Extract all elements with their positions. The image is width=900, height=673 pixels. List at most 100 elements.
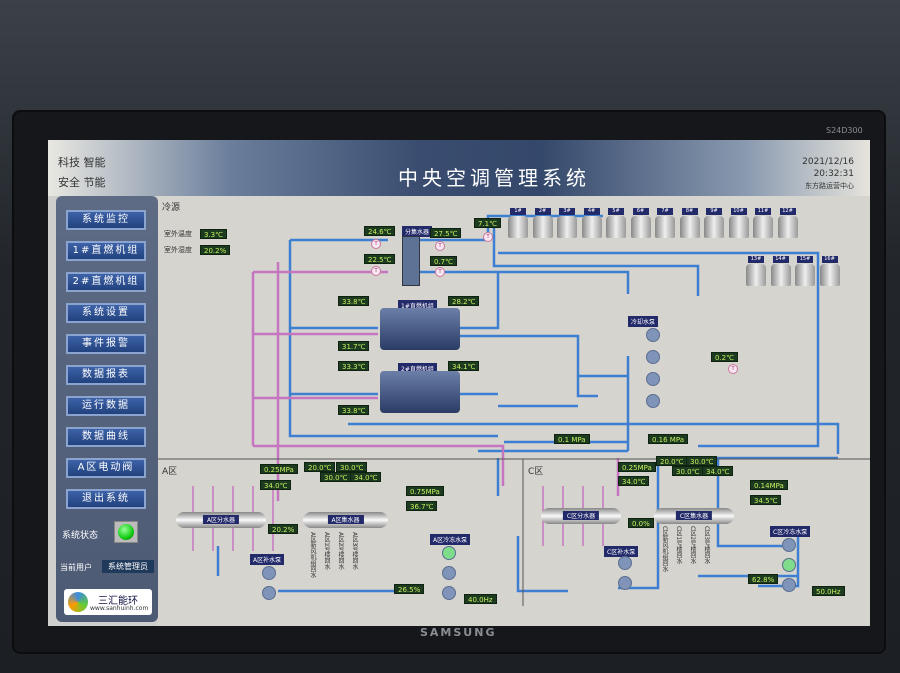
chiller-2-tag: 2#直燃机组 bbox=[398, 363, 437, 374]
cooling-tower[interactable]: 3# bbox=[557, 208, 577, 238]
pressure-2: 0.16 MPa bbox=[648, 434, 689, 444]
cooling-tower[interactable]: 10# bbox=[728, 208, 749, 238]
zone-a-chw-pump[interactable] bbox=[442, 546, 456, 560]
cooling-tower[interactable]: 4# bbox=[581, 208, 602, 238]
cooling-pump[interactable] bbox=[646, 372, 660, 386]
cooling-tower[interactable]: 11# bbox=[753, 208, 773, 238]
zone-a-chw-pump[interactable] bbox=[442, 586, 456, 600]
header-bar: 科技 智能 安全 节能 中央空调管理系统 2021/12/16 20:32:31… bbox=[48, 140, 870, 196]
zone-c-makeup-pump[interactable] bbox=[618, 556, 632, 570]
zone-a-branch-label: A区2号楼回水 bbox=[337, 532, 344, 570]
zone-c-branch-label: C区3号楼回水 bbox=[703, 526, 710, 565]
zone-a-chw-pump-tag: A区冷冻水泵 bbox=[430, 534, 471, 545]
nav-a-valve[interactable]: A区电动阀 bbox=[66, 458, 146, 478]
temp-sensor-icon: T bbox=[371, 266, 381, 276]
zone-c-valve-2: 62.8% bbox=[748, 574, 779, 584]
nav-run-data[interactable]: 运行数据 bbox=[66, 396, 146, 416]
zone-a-chw-pump[interactable] bbox=[442, 566, 456, 580]
zone-a-branch-label: A区新风机组回水 bbox=[309, 532, 316, 579]
zone-a-branch-temp: 20.0℃ bbox=[304, 462, 336, 472]
slogan-2: 安全 节能 bbox=[58, 176, 106, 189]
nav-chiller-1[interactable]: 1#直燃机组 bbox=[66, 241, 146, 261]
nav-system-monitor[interactable]: 系统监控 bbox=[66, 210, 146, 230]
logo-icon bbox=[68, 592, 88, 612]
header-temp-3: 22.5℃ bbox=[364, 254, 396, 264]
chiller-2-out-temp: 34.1℃ bbox=[448, 361, 480, 371]
zone-a-divider[interactable]: A区分水器 bbox=[176, 512, 266, 528]
zone-a-makeup-pump[interactable] bbox=[262, 566, 276, 580]
chiller-2[interactable] bbox=[380, 371, 460, 413]
nav-chiller-2[interactable]: 2#直燃机组 bbox=[66, 272, 146, 292]
zone-c-makeup-pump-tag: C区补水泵 bbox=[604, 546, 639, 557]
cooling-tower[interactable]: 14# bbox=[770, 256, 791, 286]
cooling-tower[interactable]: 1# bbox=[508, 208, 528, 238]
cooling-tower-label: 12# bbox=[779, 208, 796, 215]
zone-c-collector[interactable]: C区集水器 bbox=[654, 508, 734, 524]
zone-c-supply-pressure: 0.25MPa bbox=[618, 462, 656, 472]
zone-c-chw-pump[interactable] bbox=[782, 538, 796, 552]
zone-c-supply-temp: 34.0℃ bbox=[618, 476, 650, 486]
cooling-tower[interactable]: 12# bbox=[777, 208, 798, 238]
cooling-tower[interactable]: 15# bbox=[795, 256, 815, 286]
tower-supply-temp: 7.1℃ bbox=[474, 218, 501, 228]
cooling-tower-label: 6# bbox=[632, 208, 649, 215]
zone-c-makeup-pump[interactable] bbox=[618, 576, 632, 590]
cooling-tower-label: 14# bbox=[772, 256, 789, 263]
nav-curves[interactable]: 数据曲线 bbox=[66, 427, 146, 447]
cooling-tower[interactable]: 13# bbox=[746, 256, 766, 286]
zone-a-supply-pressure: 0.25MPa bbox=[260, 464, 298, 474]
zone-a-collector[interactable]: A区集水器 bbox=[303, 512, 388, 528]
zone-a-title: A区 bbox=[162, 467, 178, 477]
cooling-tower-label: 15# bbox=[797, 256, 813, 263]
zone-c-pump-frequency: 50.0Hz bbox=[812, 586, 845, 596]
cooling-tower[interactable]: 8# bbox=[679, 208, 700, 238]
logo-url: www.sanhuinh.com bbox=[90, 605, 149, 612]
nav-exit[interactable]: 退出系统 bbox=[66, 489, 146, 509]
zone-c-chw-pump[interactable] bbox=[782, 558, 796, 572]
zone-c-branch-label: C区2号楼回水 bbox=[689, 526, 696, 565]
zone-a-branch-temp: 34.0℃ bbox=[350, 472, 382, 482]
cooling-tower[interactable]: 16# bbox=[819, 256, 840, 286]
status-indicator-icon bbox=[114, 521, 138, 543]
cooling-return-temp: 0.2℃ bbox=[711, 352, 738, 362]
chiller-1[interactable] bbox=[380, 308, 460, 350]
zone-c-chw-pump[interactable] bbox=[782, 578, 796, 592]
cooling-pump[interactable] bbox=[646, 350, 660, 364]
user-label: 当前用户 bbox=[60, 563, 92, 572]
nav-reports[interactable]: 数据报表 bbox=[66, 365, 146, 385]
zone-c-branch-temp: 34.0℃ bbox=[702, 466, 734, 476]
outdoor-humidity: 20.2% bbox=[200, 245, 231, 255]
nav-alarms[interactable]: 事件报警 bbox=[66, 334, 146, 354]
cooling-pump-tag: 冷却水泵 bbox=[628, 316, 659, 327]
zone-a-divider-label: A区分水器 bbox=[202, 515, 240, 524]
zone-a-makeup-pump[interactable] bbox=[262, 586, 276, 600]
cooling-tower-label: 11# bbox=[755, 208, 771, 215]
zone-a-valve-2: 26.5% bbox=[394, 584, 425, 594]
process-diagram: 冷源 室外温度 3.3℃ 室外湿度 20.2% 分集水器 24.6℃ 27.5℃… bbox=[158, 196, 870, 626]
zone-a-valve-1: 20.2% bbox=[268, 524, 299, 534]
zone-c-divider[interactable]: C区分水器 bbox=[541, 508, 621, 524]
cooling-tower[interactable]: 6# bbox=[630, 208, 651, 238]
chiller-1-in-temp: 33.8℃ bbox=[338, 296, 370, 306]
cooling-tower-label: 2# bbox=[534, 208, 551, 215]
cooling-tower-label: 5# bbox=[608, 208, 624, 215]
zone-c-branch-temp: 30.0℃ bbox=[672, 466, 704, 476]
header-temp-1: 24.6℃ bbox=[364, 226, 396, 236]
zone-c-return-pressure: 0.14MPa bbox=[750, 480, 788, 490]
chiller-2-in-temp: 33.3℃ bbox=[338, 361, 370, 371]
temp-sensor-icon: T bbox=[483, 232, 493, 242]
zone-a-branch-temp: 30.0℃ bbox=[320, 472, 352, 482]
cooling-pump[interactable] bbox=[646, 328, 660, 342]
cooling-tower[interactable]: 2# bbox=[532, 208, 553, 238]
cooling-tower[interactable]: 7# bbox=[655, 208, 675, 238]
cooling-tower[interactable]: 9# bbox=[704, 208, 724, 238]
cooling-pump[interactable] bbox=[646, 394, 660, 408]
date: 2021/12/16 bbox=[802, 157, 854, 167]
zone-c-branch-label: C区新风机组回水 bbox=[661, 526, 668, 573]
cooling-tower[interactable]: 5# bbox=[606, 208, 626, 238]
outdoor-humidity-label: 室外湿度 bbox=[164, 246, 192, 254]
nav-settings[interactable]: 系统设置 bbox=[66, 303, 146, 323]
zone-c-valve-1: 0.0% bbox=[628, 518, 654, 528]
zone-a-branch-temp: 30.0℃ bbox=[336, 462, 368, 472]
header-temp-4: 0.7℃ bbox=[430, 256, 457, 266]
